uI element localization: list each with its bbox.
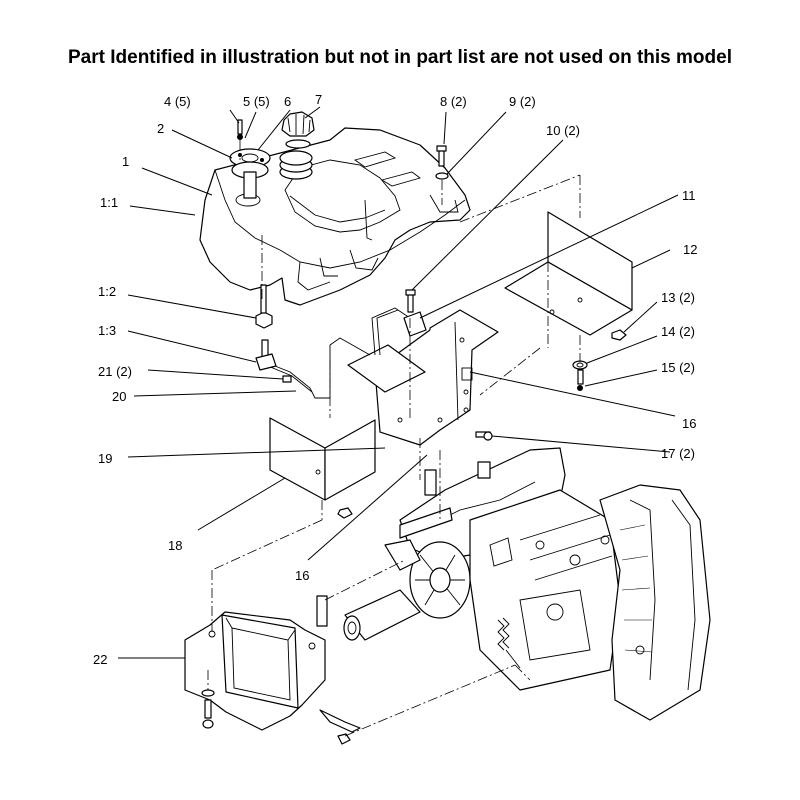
bolt-17: [475, 431, 493, 441]
callout-5: 5 (5): [243, 94, 270, 109]
callout-1-3: 1:3: [98, 323, 116, 338]
gasket-6: [279, 150, 313, 180]
nut-13: [611, 329, 627, 341]
engine-chassis: [343, 447, 711, 721]
callout-1-1: 1:1: [100, 195, 118, 210]
bolt-15: [577, 369, 584, 391]
callout-17: 17 (2): [661, 446, 695, 461]
callout-16-upper: 16: [682, 416, 696, 431]
callout-12: 12: [683, 242, 697, 257]
callout-6: 6: [284, 94, 291, 109]
washer-14: [572, 360, 588, 370]
filler-neck: [229, 148, 271, 199]
callout-18: 18: [168, 538, 182, 553]
callout-2: 2: [157, 121, 164, 136]
assembly-center-lines: [207, 140, 581, 737]
leader-lines: [118, 106, 679, 659]
callout-1: 1: [122, 154, 129, 169]
screw-4: [237, 119, 243, 140]
fuel-cap-7: [281, 111, 315, 149]
callout-7: 7: [315, 92, 322, 107]
callout-9: 9 (2): [509, 94, 536, 109]
callout-15: 15 (2): [661, 360, 695, 375]
heat-shield-18: [269, 417, 376, 519]
callout-1-2: 1:2: [98, 284, 116, 299]
callout-11: 11: [682, 188, 696, 203]
callout-13: 13 (2): [661, 290, 695, 305]
callout-19: 19: [98, 451, 112, 466]
bolt-10: [403, 289, 427, 337]
cover-panel-22: [184, 595, 361, 733]
clamp-21: [282, 375, 292, 383]
diagram-title: Part Identified in illustration but not …: [68, 47, 732, 68]
callout-10: 10 (2): [546, 123, 580, 138]
line-clamp-plate: [347, 307, 426, 393]
bolt-8: [435, 145, 449, 180]
heat-shield-12: [504, 211, 633, 336]
callout-20: 20: [112, 389, 126, 404]
fuel-line-20: [264, 337, 371, 399]
callout-4: 4 (5): [164, 94, 191, 109]
fitting-1-2: [255, 284, 273, 329]
callout-16-lower: 16: [295, 568, 309, 583]
bolt-22-hardware: [201, 689, 351, 745]
callout-22: 22: [93, 652, 107, 667]
fitting-1-3: [255, 339, 277, 371]
callout-14: 14 (2): [661, 324, 695, 339]
callout-8: 8 (2): [440, 94, 467, 109]
tank-bracket-16: [374, 309, 499, 446]
callout-labels: 4 (5) 5 (5) 6 7 2 1 1:1 8 (2) 9 (2) 10 (…: [93, 92, 697, 667]
callout-21: 21 (2): [98, 364, 132, 379]
